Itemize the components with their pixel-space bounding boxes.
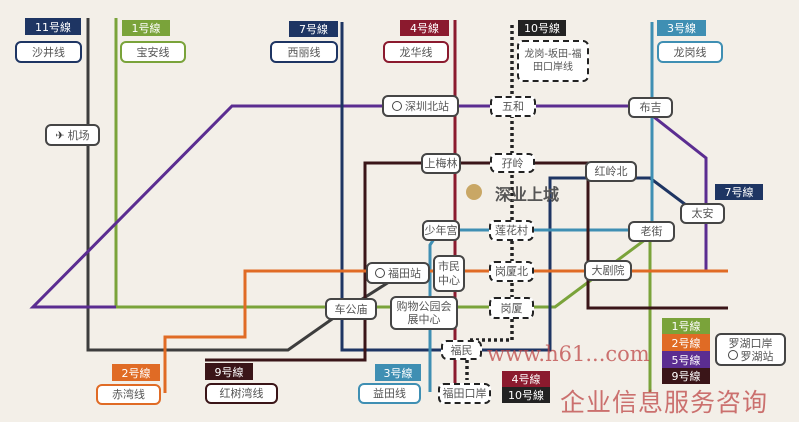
line-3-tag-south: 3号線 [375, 364, 421, 381]
line-11-name: 沙井线 [15, 41, 82, 63]
legend-line-5: 5号線 [662, 351, 710, 368]
station-shaoniangong[interactable]: 少年宫 [422, 220, 460, 241]
station-futian[interactable]: 福田站 [366, 262, 430, 284]
station-gangxiabei[interactable]: 岗厦北 [489, 261, 534, 282]
luohu-station-label: 罗湖站 [740, 349, 774, 363]
luohu-port-label: 罗湖口岸 [728, 336, 773, 350]
station-gangxia[interactable]: 岗厦 [489, 297, 534, 319]
station-luohu[interactable]: 罗湖口岸 罗湖站 [715, 333, 786, 366]
line-1-tag: 1号線 [122, 20, 170, 36]
airplane-icon: ✈ [55, 128, 65, 142]
railway-station-icon [375, 268, 385, 278]
line-4-tag: 4号線 [400, 20, 449, 36]
station-chegongmiao[interactable]: 车公庙 [325, 298, 377, 320]
legend-line-9: 9号線 [662, 368, 710, 384]
line-1-path [114, 18, 652, 392]
station-label: 深圳北站 [405, 99, 449, 113]
landmark-logo-icon [466, 184, 482, 200]
line-7-name: 西丽线 [270, 41, 338, 63]
line-2-name: 赤湾线 [96, 384, 161, 405]
watermark-url: www.h61...com [487, 342, 650, 366]
station-shangmeilin[interactable]: 上梅林 [421, 153, 461, 174]
station-buji[interactable]: 布吉 [628, 97, 673, 118]
station-label: 机场 [67, 128, 90, 142]
line-10-tag: 10号線 [518, 20, 566, 36]
line-11-tag: 11号線 [25, 18, 81, 35]
station-airport[interactable]: ✈机场 [45, 124, 100, 146]
station-wuhe[interactable]: 五和 [490, 96, 536, 117]
line-9-name: 红树湾线 [205, 383, 278, 404]
station-ziling[interactable]: 孖岭 [490, 153, 535, 173]
line-1-name: 宝安线 [120, 41, 186, 63]
station-grand-theater[interactable]: 大剧院 [584, 260, 632, 281]
station-civic-center[interactable]: 市民中心 [433, 255, 465, 292]
station-lianhuacun[interactable]: 莲花村 [489, 220, 534, 241]
station-shenzhen-north[interactable]: 深圳北站 [382, 95, 459, 117]
line-9-tag: 9号線 [205, 363, 253, 380]
line-7-path [340, 22, 691, 352]
station-futian-port[interactable]: 福田口岸 [438, 383, 491, 404]
line-4-tag-south: 4号線 [502, 371, 550, 387]
line-3-tag: 3号線 [657, 20, 706, 36]
station-fumin[interactable]: 福民 [441, 340, 482, 360]
landmark-name: 深业上城 [495, 185, 560, 204]
station-honglingbei[interactable]: 红岭北 [585, 161, 637, 182]
watermark-text: 企业信息服务咨询 [560, 388, 769, 417]
station-taian[interactable]: 太安 [680, 203, 725, 224]
station-shopping-park[interactable]: 购物公园会展中心 [390, 296, 458, 330]
line-2-tag: 2号線 [112, 364, 160, 381]
line-10-tag-south: 10号線 [502, 387, 550, 403]
railway-station-icon [727, 349, 738, 360]
station-label: 福田站 [388, 266, 421, 280]
line-10-path [465, 25, 514, 380]
station-laojie[interactable]: 老街 [628, 221, 675, 242]
railway-station-icon [392, 101, 402, 111]
line-7-tag-east: 7号線 [715, 184, 763, 200]
legend-line-1: 1号線 [662, 318, 710, 334]
legend-line-2: 2号線 [662, 334, 710, 351]
line-3-name: 龙岗线 [657, 41, 723, 63]
line-4-name: 龙华线 [383, 41, 449, 63]
line-7-tag: 7号線 [289, 21, 338, 37]
line-10-name: 龙岗-坂田-福田口岸线 [517, 40, 589, 82]
line-3-name-south: 益田线 [358, 383, 421, 404]
